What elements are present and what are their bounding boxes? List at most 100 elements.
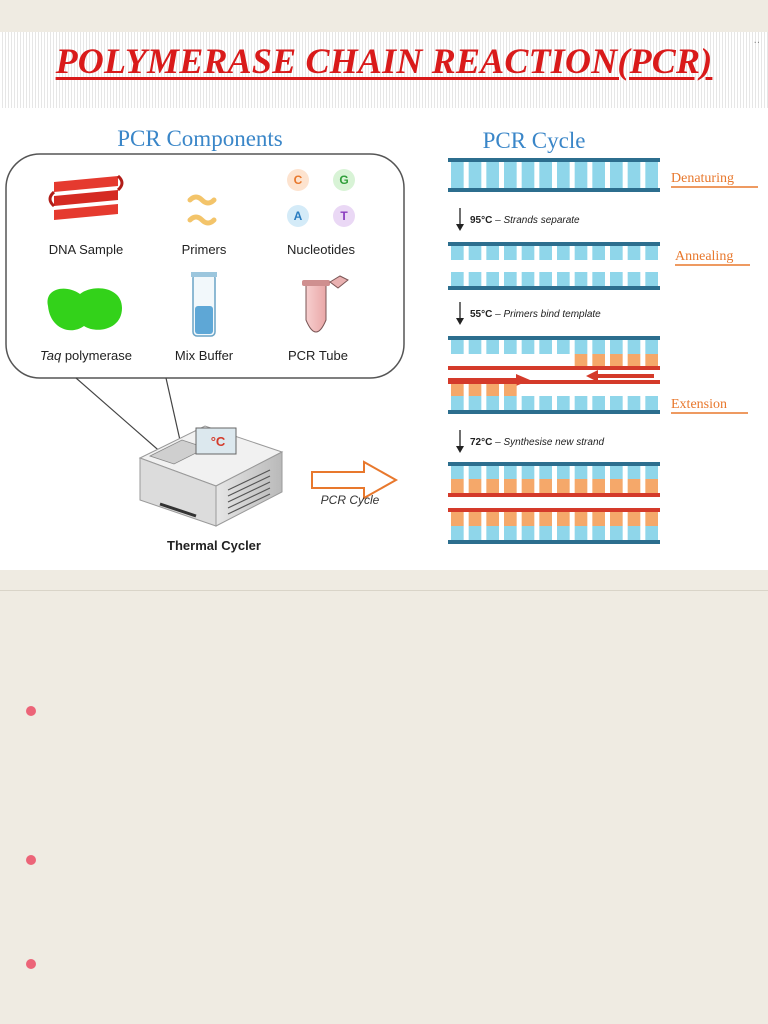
step-temp-1: 95°C – Strands separate [470, 215, 580, 226]
base [627, 272, 641, 286]
step-temp-3: 72°C – Synthesise new strand [470, 437, 605, 448]
new-base [627, 512, 641, 526]
base [592, 466, 605, 479]
pcr-cycle-arrow-label: PCR Cycle [321, 493, 380, 507]
base [451, 340, 464, 354]
pcr-cycle-arrow-icon [311, 460, 399, 500]
new-base [521, 479, 535, 493]
primer-base [610, 354, 623, 366]
new-base [504, 512, 517, 526]
nucleotide-t: T [340, 209, 348, 223]
base [539, 272, 552, 286]
taq-italic: Taq [40, 348, 62, 363]
base-pair [451, 162, 464, 188]
base [592, 246, 605, 260]
base [451, 246, 464, 260]
component-label-nucleotides: Nucleotides [287, 242, 355, 257]
cycle-diagram [448, 158, 660, 544]
taq-rest: polymerase [61, 348, 132, 363]
new-base [592, 512, 605, 526]
base [468, 340, 482, 354]
base [521, 466, 535, 479]
mix-buffer-icon [191, 272, 217, 337]
base [627, 526, 641, 540]
base [610, 526, 623, 540]
base-pair [592, 162, 605, 188]
base-pair [645, 162, 658, 188]
new-base [574, 512, 588, 526]
base [557, 246, 570, 260]
primer-base [645, 354, 658, 366]
base [468, 526, 482, 540]
corner-dots: ·· [753, 38, 760, 49]
component-label-dna: DNA Sample [49, 242, 123, 257]
base [539, 246, 552, 260]
base [486, 526, 499, 540]
base-pair [557, 162, 570, 188]
strand-bottom-4 [448, 410, 660, 414]
bullet-point-1 [26, 706, 36, 716]
base [486, 466, 499, 479]
base [486, 340, 499, 354]
base [574, 272, 588, 286]
strand-bottom-5 [448, 540, 660, 544]
base [451, 272, 464, 286]
primer-strand-top [448, 366, 660, 370]
base [486, 246, 499, 260]
new-base [539, 512, 552, 526]
base-pair [539, 162, 552, 188]
base-pair [574, 162, 588, 188]
new-strand-2 [448, 508, 660, 512]
primer-base [451, 384, 464, 396]
new-base [592, 479, 605, 493]
base [610, 396, 623, 410]
base-pair [486, 162, 499, 188]
base [451, 526, 464, 540]
new-base [504, 479, 517, 493]
base [504, 466, 517, 479]
new-base [574, 479, 588, 493]
step-label-extension: Extension [671, 397, 727, 412]
components-panel: PCR Components DNA Sample Primers C G A … [5, 126, 405, 379]
new-base [521, 512, 535, 526]
new-base [610, 512, 623, 526]
primer-base [574, 354, 588, 366]
base [521, 526, 535, 540]
primer-base [486, 384, 499, 396]
base [574, 396, 588, 410]
step-labels: Denaturing Annealing Extension [671, 171, 758, 414]
base [504, 396, 517, 410]
base [504, 246, 517, 260]
base [627, 466, 641, 479]
strand-bottom-1 [448, 188, 660, 192]
extension-arrow-left [586, 370, 654, 382]
base [557, 340, 570, 354]
new-base [451, 512, 464, 526]
new-base [486, 479, 499, 493]
base [504, 340, 517, 354]
base [468, 466, 482, 479]
base [504, 526, 517, 540]
base [627, 246, 641, 260]
dna-sample-icon [48, 174, 124, 220]
base [539, 340, 552, 354]
bullet-point-2 [26, 855, 36, 865]
pcr-tube-icon [302, 275, 349, 333]
base [592, 272, 605, 286]
new-base [627, 479, 641, 493]
base [627, 340, 641, 354]
base-pair [521, 162, 535, 188]
base [592, 396, 605, 410]
base [645, 396, 658, 410]
base [610, 246, 623, 260]
primer-base [592, 354, 605, 366]
strand-top-1 [448, 158, 660, 162]
new-base [645, 512, 658, 526]
base [451, 396, 464, 410]
base [521, 396, 535, 410]
base [504, 272, 517, 286]
base [610, 340, 623, 354]
title-band: ·· [0, 32, 768, 110]
step-label-annealing: Annealing [675, 249, 733, 264]
new-base [610, 479, 623, 493]
